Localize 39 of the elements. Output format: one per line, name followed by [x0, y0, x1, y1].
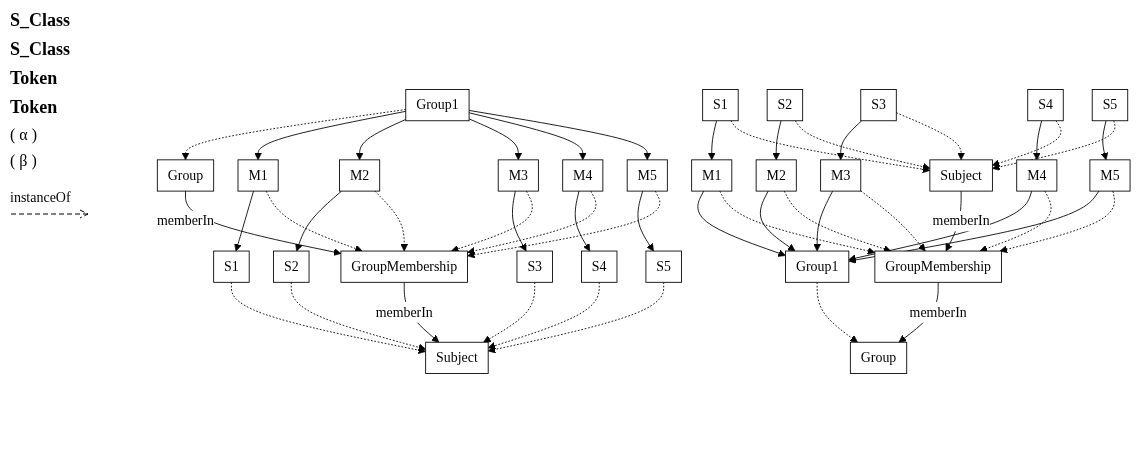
- layer-heading: S_Class: [10, 39, 72, 60]
- node-box: Subject: [425, 341, 489, 374]
- node-box: M4: [562, 159, 604, 192]
- node-box: M4: [1016, 159, 1058, 192]
- node-box: GroupMembership: [340, 250, 468, 283]
- node-box: Subject: [929, 159, 993, 192]
- node-box: M1: [237, 159, 279, 192]
- layer-heading: Token: [10, 68, 59, 89]
- node-box: Group1: [405, 89, 470, 122]
- node-box: M5: [1089, 159, 1131, 192]
- node-box: S3: [516, 250, 553, 283]
- node-box: S4: [1027, 89, 1064, 122]
- layer-heading: S_Class: [10, 10, 72, 31]
- node-box: M3: [820, 159, 862, 192]
- node-box: Group: [156, 159, 215, 192]
- node-box: S1: [702, 89, 739, 122]
- layer-heading: Token: [10, 97, 59, 118]
- node-box: M1: [691, 159, 733, 192]
- legend-label: instanceOf: [10, 190, 72, 206]
- node-box: M2: [339, 159, 381, 192]
- edge-label: memberIn: [375, 304, 433, 320]
- node-box: S2: [766, 89, 804, 122]
- node-box: Group1: [785, 250, 850, 283]
- node-box: M3: [497, 159, 539, 192]
- edge-label: memberIn: [909, 304, 967, 320]
- node-box: M5: [626, 159, 668, 192]
- edge-label: memberIn: [932, 213, 990, 229]
- node-box: M2: [755, 159, 797, 192]
- node-box: GroupMembership: [874, 250, 1002, 283]
- node-box: Group: [849, 341, 908, 374]
- node-box: S4: [581, 250, 618, 283]
- node-box: S2: [273, 250, 310, 283]
- node-box: S3: [860, 89, 897, 122]
- node-box: S1: [213, 250, 250, 283]
- panel-caption: ( α ): [10, 126, 39, 144]
- node-box: S5: [1091, 89, 1129, 122]
- panel-caption: ( β ): [10, 152, 38, 170]
- node-box: S5: [645, 250, 682, 283]
- edge-label: memberIn: [156, 213, 215, 229]
